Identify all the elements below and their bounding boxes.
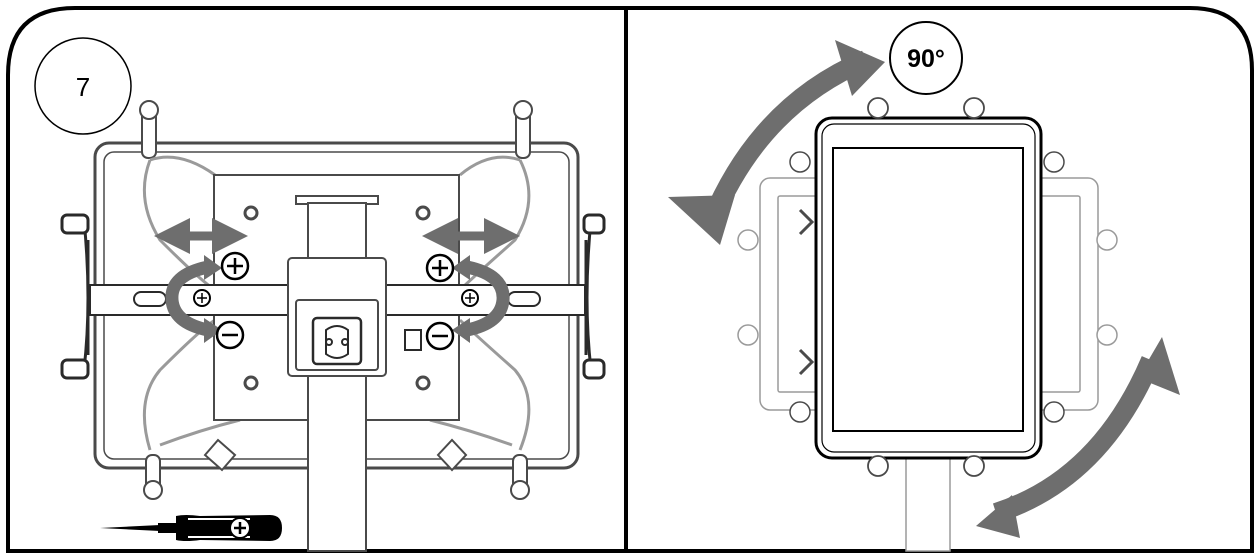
- left-panel: 7: [34, 37, 606, 552]
- curved-arrow-icon-top: [668, 40, 885, 245]
- rotation-badge: 90°: [889, 21, 963, 95]
- lock-latch: [404, 329, 422, 351]
- plus-icon-left: [220, 251, 250, 281]
- arrowhead-left-bottom: [204, 318, 222, 343]
- step-number: 7: [76, 72, 90, 102]
- corner-post-top-right: [513, 100, 533, 159]
- tablet-portrait: [814, 116, 1043, 460]
- plus-icon-right: [425, 253, 455, 283]
- cable-sleeves: [203, 438, 468, 472]
- rotation-angle: 90°: [907, 45, 945, 73]
- adjust-screw-right: [461, 289, 479, 307]
- tablet-corner-posts: [867, 97, 985, 477]
- arrowhead-right-top: [452, 255, 470, 280]
- corner-post-bottom-left: [143, 454, 163, 500]
- arrowhead-left-top: [204, 255, 222, 280]
- curved-arrow-icon-bottom: [976, 337, 1180, 538]
- right-panel: 90°: [668, 21, 1180, 552]
- arrowhead-right-bottom: [452, 318, 470, 343]
- adjust-screw-left: [193, 289, 211, 307]
- lock-housing: [287, 257, 387, 377]
- plate-holes: [243, 205, 431, 391]
- minus-icon-right: [425, 321, 455, 351]
- phillips-screwdriver-icon: [100, 515, 282, 541]
- minus-icon-left: [215, 320, 245, 350]
- corner-post-bottom-right: [510, 454, 530, 500]
- corner-post-top-left: [139, 100, 159, 159]
- side-clamp-left: [60, 213, 90, 380]
- step-badge: 7: [34, 37, 132, 135]
- tablet-screen: [832, 147, 1024, 432]
- stand-pole-rotated: [905, 454, 951, 552]
- curved-arrow-icon-left: [165, 260, 210, 337]
- side-clamp-right: [582, 213, 606, 380]
- curved-arrow-icon-right: [465, 260, 510, 337]
